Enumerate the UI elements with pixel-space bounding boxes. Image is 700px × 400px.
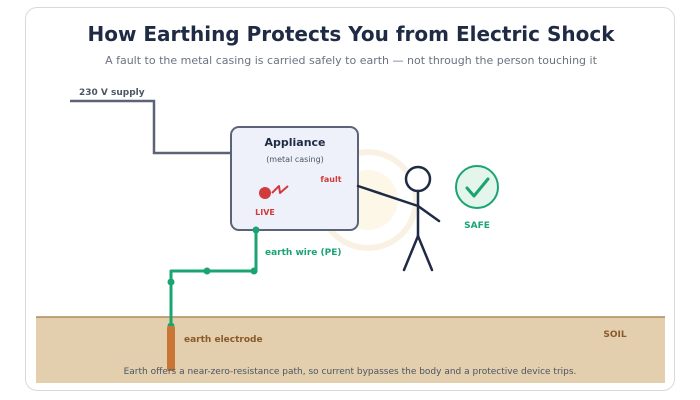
earth-wire-label: earth wire (PE) <box>265 248 342 258</box>
electrode-label: earth electrode <box>184 335 263 345</box>
fault-label: fault <box>320 175 341 184</box>
page-subtitle: A fault to the metal casing is carried s… <box>105 54 597 67</box>
spark-icon <box>271 185 289 194</box>
live-label: LIVE <box>255 208 275 217</box>
live-dot <box>259 187 271 199</box>
soil-band <box>36 317 665 383</box>
safe-circle <box>455 165 499 209</box>
earth-wire <box>169 230 258 326</box>
earth-electrode <box>167 326 175 371</box>
soil-label: SOIL <box>603 330 626 340</box>
earth-wire-node-corner <box>250 267 258 275</box>
supply-label: 230 V supply <box>79 88 145 98</box>
safe-label: SAFE <box>464 221 490 231</box>
appliance-subtitle: (metal casing) <box>266 155 324 164</box>
supply-wire <box>70 99 231 155</box>
earth-wire-node-mid <box>203 267 211 275</box>
appliance-box <box>230 126 359 231</box>
check-circle-icon <box>465 177 490 198</box>
earth-wire-node-left <box>167 278 175 286</box>
appliance-title: Appliance <box>264 136 325 149</box>
page-title: How Earthing Protects You from Electric … <box>87 22 615 46</box>
earth-wire-node-top <box>252 226 260 234</box>
person-figure <box>356 165 441 272</box>
footnote: Earth offers a near-zero-resistance path… <box>124 367 577 377</box>
